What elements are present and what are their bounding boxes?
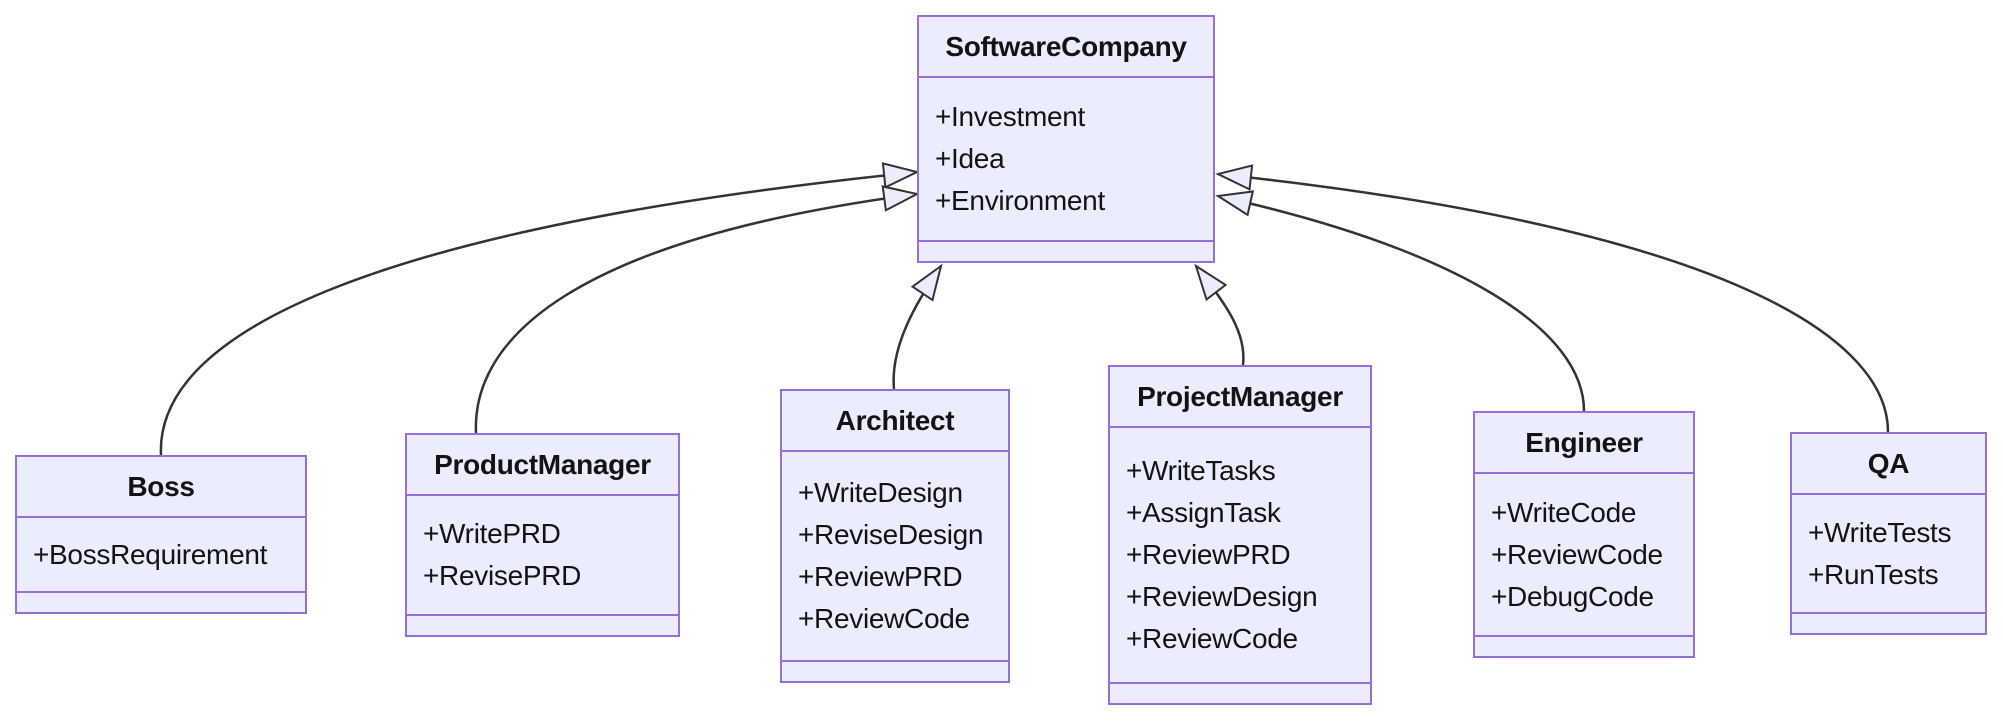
class-title: Boss [17,457,305,518]
class-node-QA: QA +WriteTests +RunTests [1790,432,1987,635]
class-attribute: +ReviewCode [1126,623,1298,654]
class-methods-section [919,240,1213,261]
class-title: ProjectManager [1110,367,1370,428]
class-attributes-section: +WriteTasks +AssignTask +ReviewPRD +ReviewD… [1110,428,1370,682]
class-methods-section [17,591,305,612]
class-attribute: +ReviewCode [798,603,970,634]
class-node-Architect: Architect +WriteDesign +ReviseDesign +Revi… [780,389,1010,683]
class-attributes-section: +WriteTests +RunTests [1792,495,1985,612]
inheritance-edge-Boss-to-SoftwareCompany [159,162,920,456]
class-node-Engineer: Engineer +WriteCode +ReviewCode +DebugCode [1473,411,1695,658]
class-methods-section [407,614,678,635]
class-title: Engineer [1475,413,1693,474]
inheritance-edge-ProductManager-to-SoftwareCompany [474,185,920,434]
class-title: ProductManager [407,435,678,496]
class-attribute: +Environment [935,185,1105,216]
class-attribute: +RunTests [1808,558,1939,590]
class-title: Architect [782,391,1008,452]
class-attribute: +WriteTests [1808,516,1952,548]
inheritance-edge-QA-to-SoftwareCompany [1215,164,1890,433]
class-methods-section [782,660,1008,681]
class-attribute: +WriteDesign [798,477,963,508]
class-attribute: +ReviewPRD [798,561,963,592]
class-attribute: +ReviseDesign [798,519,984,550]
class-attributes-section: +Investment +Idea +Environment [919,78,1213,240]
class-attribute: +Investment [935,101,1086,132]
class-attribute: +DebugCode [1491,580,1654,612]
class-attribute: +Idea [935,143,1005,174]
class-node-SoftwareCompany: SoftwareCompany +Investment +Idea +Environ… [917,15,1215,263]
class-attributes-section: +WriteDesign +ReviseDesign +ReviewPRD +Revi… [782,452,1008,660]
class-attribute: +RevisePRD [423,560,582,591]
class-methods-section [1475,635,1693,656]
inheritance-edge-Architect-to-SoftwareCompany [892,263,943,390]
class-attribute: +AssignTask [1126,497,1281,528]
class-node-Boss: Boss +BossRequirement [15,455,307,614]
class-attribute: +WritePRD [423,518,561,549]
class-attribute: +ReviewDesign [1126,581,1318,612]
inheritance-edge-Engineer-to-SoftwareCompany [1215,190,1586,412]
inheritance-edge-ProjectManager-to-SoftwareCompany [1194,263,1245,366]
class-attribute: +BossRequirement [33,538,268,570]
class-attributes-section: +BossRequirement [17,518,305,591]
class-node-ProjectManager: ProjectManager +WriteTasks +AssignTask +Re… [1108,365,1372,705]
class-title: QA [1792,434,1985,495]
class-attributes-section: +WritePRD +RevisePRD [407,496,678,614]
class-attributes-section: +WriteCode +ReviewCode +DebugCode [1475,474,1693,635]
class-methods-section [1792,612,1985,633]
class-attribute: +ReviewPRD [1126,539,1291,570]
class-node-ProductManager: ProductManager +WritePRD +RevisePRD [405,433,680,637]
class-attribute: +WriteTasks [1126,455,1276,486]
class-attribute: +WriteCode [1491,496,1637,528]
class-attribute: +ReviewCode [1491,538,1663,570]
class-methods-section [1110,682,1370,703]
class-title: SoftwareCompany [919,17,1213,78]
